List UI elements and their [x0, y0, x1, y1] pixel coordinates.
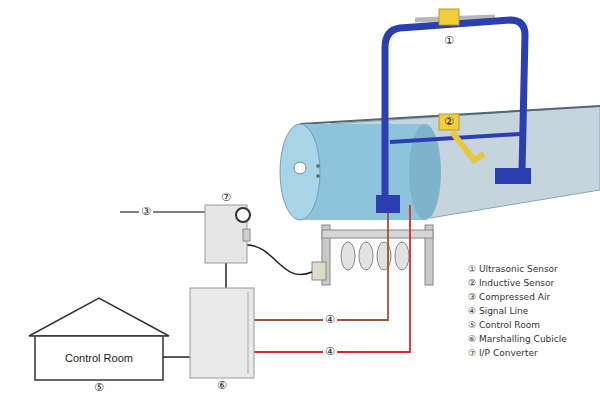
idler-bar: [322, 230, 433, 238]
drum-end-cap: [280, 124, 320, 220]
idler-roller: [341, 242, 355, 270]
frame-base: [495, 168, 531, 184]
node-title: Control Room: [65, 352, 133, 364]
node-outline: [190, 288, 254, 378]
cubicle-edge: [247, 292, 249, 374]
legend-entry: ② Inductive Sensor: [468, 276, 567, 290]
frame-base: [376, 195, 400, 213]
air-line: [120, 211, 205, 213]
legend-entry: ③ Compressed Air: [468, 290, 567, 304]
drum-bolt: [316, 164, 320, 168]
connector-line: [225, 263, 227, 288]
connector-line: [163, 356, 190, 358]
signal-line: [254, 213, 388, 320]
callout-number: ②: [442, 116, 456, 128]
idler-roller: [359, 242, 373, 270]
air-hose: [247, 245, 312, 275]
legend-entry: ④ Signal Line: [468, 304, 567, 318]
callout-number: ①: [442, 35, 456, 47]
callout-number: ④: [323, 314, 337, 326]
drum-hub: [294, 162, 306, 174]
drum-bolt: [316, 174, 320, 178]
inductive-sensor: [439, 114, 459, 130]
ip-converter: ⑦: [205, 205, 247, 263]
callout-number: ⑦: [221, 192, 231, 204]
legend: ① Ultrasonic Sensor② Inductive Sensor③ C…: [468, 262, 567, 360]
legend-entry: ① Ultrasonic Sensor: [468, 262, 567, 276]
converter-port: [243, 229, 250, 241]
air-valve: [312, 262, 326, 280]
callout-number: ④: [323, 346, 337, 358]
legend-entry: ⑥ Marshalling Cubicle: [468, 332, 567, 346]
callout-number: ⑤: [94, 382, 104, 394]
node-outline: [205, 205, 247, 263]
legend-entry: ⑤ Control Room: [468, 318, 567, 332]
idler-roller: [395, 242, 409, 270]
house-body: [35, 336, 163, 380]
sensor-bracket: [452, 132, 484, 160]
callout-number: ⑥: [217, 380, 227, 392]
signal-line: [254, 205, 410, 352]
legend-entry: ⑦ I/P Converter: [468, 346, 567, 360]
callout-number: ③: [139, 206, 153, 218]
marshalling-cubicle: ⑥: [190, 288, 254, 378]
cubicle-body: [190, 288, 254, 378]
control-room: Control Room⑤: [35, 298, 163, 380]
ultrasonic-sensor: [439, 9, 459, 25]
house-roof: [29, 298, 169, 336]
node-outline: [35, 298, 163, 380]
pressure-gauge: [236, 208, 250, 222]
